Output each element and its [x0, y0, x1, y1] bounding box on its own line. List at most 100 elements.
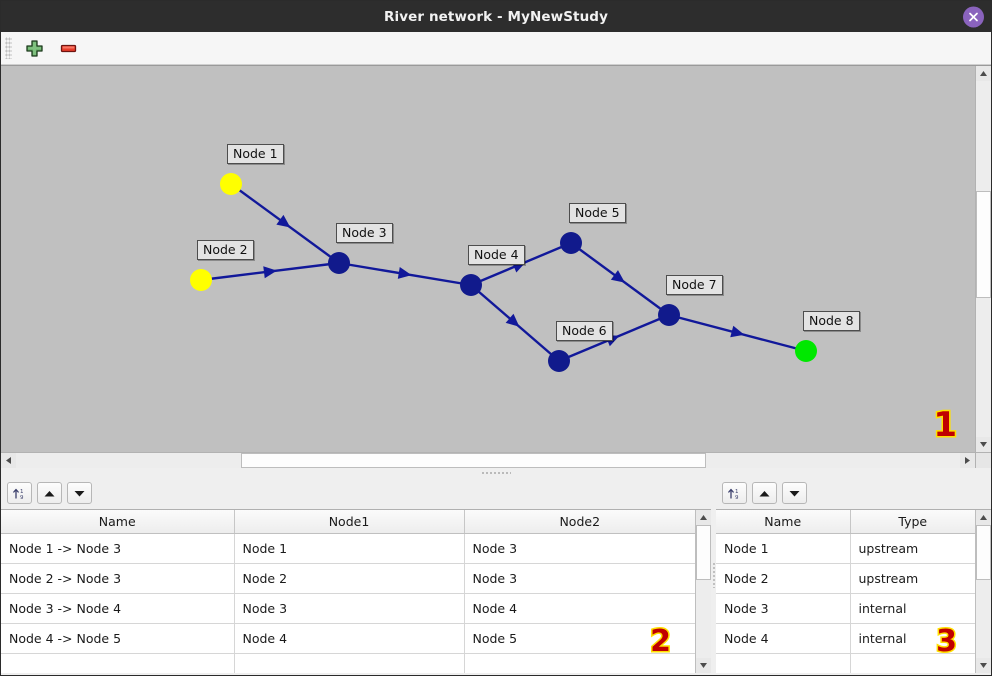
vertical-splitter[interactable]: [711, 477, 716, 673]
edge-arrow-icon: [263, 266, 277, 279]
reach-move-up-button[interactable]: [37, 482, 62, 504]
toolbar-grip[interactable]: [5, 37, 12, 59]
reach-move-down-button[interactable]: [67, 482, 92, 504]
network-node[interactable]: [548, 350, 570, 372]
remove-node-button[interactable]: [53, 35, 83, 62]
node-label[interactable]: Node 1: [227, 144, 284, 164]
graph-vscroll-thumb[interactable]: [976, 191, 991, 298]
cell-type[interactable]: internal: [850, 593, 975, 624]
column-header-name[interactable]: Name: [1, 510, 235, 534]
reach-table-scrollbar[interactable]: [695, 510, 711, 673]
move-up-icon: [44, 490, 55, 496]
node-table-panel: 1 9: [716, 477, 991, 673]
column-header-type[interactable]: Type: [850, 510, 975, 534]
close-window-button[interactable]: [963, 6, 984, 27]
node-label[interactable]: Node 4: [468, 245, 525, 265]
scroll-down-button[interactable]: [976, 437, 991, 452]
cell-name[interactable]: Node 3: [716, 593, 851, 624]
reach-scroll-down-button[interactable]: [696, 658, 711, 673]
cell-node1[interactable]: Node 2: [234, 563, 465, 594]
node-move-up-button[interactable]: [752, 482, 777, 504]
cell-empty[interactable]: [234, 653, 465, 673]
cell-type[interactable]: internal: [850, 623, 975, 654]
node-scroll-track[interactable]: [976, 525, 991, 658]
node-label[interactable]: Node 3: [336, 223, 393, 243]
cell-empty[interactable]: [716, 653, 851, 673]
node-label[interactable]: Node 5: [569, 203, 626, 223]
cell-name[interactable]: Node 4 -> Node 5: [1, 623, 235, 654]
add-node-button[interactable]: [19, 35, 49, 62]
node-table-scrollbar[interactable]: [975, 510, 991, 673]
network-canvas[interactable]: Node 1 Node 2 Node 3 Node 4 Node 5 Node 6 Node…: [1, 66, 975, 452]
network-node[interactable]: [795, 340, 817, 362]
network-node[interactable]: [328, 252, 350, 274]
reach-scroll-up-button[interactable]: [696, 510, 711, 525]
node-scroll-down-button[interactable]: [976, 658, 991, 673]
network-node[interactable]: [460, 274, 482, 296]
node-label[interactable]: Node 6: [556, 321, 613, 341]
scroll-up-button[interactable]: [976, 66, 991, 81]
graph-hscroll-track[interactable]: [16, 453, 960, 468]
cell-name[interactable]: Node 3 -> Node 4: [1, 593, 235, 624]
network-node[interactable]: [560, 232, 582, 254]
cell-type[interactable]: upstream: [850, 563, 975, 594]
graph-vertical-scrollbar[interactable]: [975, 66, 991, 452]
graph-vscroll-track[interactable]: [976, 81, 991, 437]
node-scroll-thumb[interactable]: [976, 525, 991, 580]
reach-scroll-thumb[interactable]: [696, 525, 711, 580]
node-move-down-button[interactable]: [782, 482, 807, 504]
node-table-row-empty[interactable]: [716, 653, 975, 673]
scroll-right-button[interactable]: [960, 453, 975, 468]
reach-sort-button[interactable]: 1 9: [7, 482, 32, 504]
caret-up-icon: [980, 71, 987, 76]
column-header-node2[interactable]: Node2: [464, 510, 695, 534]
cell-name[interactable]: Node 1: [716, 533, 851, 564]
network-node[interactable]: [658, 304, 680, 326]
cell-node1[interactable]: Node 4: [234, 623, 465, 654]
horizontal-splitter[interactable]: [1, 468, 991, 477]
node-label[interactable]: Node 2: [197, 240, 254, 260]
cell-node2[interactable]: Node 3: [464, 533, 695, 564]
cell-node1[interactable]: Node 1: [234, 533, 465, 564]
column-header-name[interactable]: Name: [716, 510, 851, 534]
node-sort-button[interactable]: 1 9: [722, 482, 747, 504]
network-node[interactable]: [190, 269, 212, 291]
node-label[interactable]: Node 7: [666, 275, 723, 295]
cell-empty[interactable]: [1, 653, 235, 673]
cell-name[interactable]: Node 4: [716, 623, 851, 654]
node-label[interactable]: Node 8: [803, 311, 860, 331]
cell-empty[interactable]: [850, 653, 975, 673]
svg-text:9: 9: [20, 495, 24, 501]
cell-node2[interactable]: Node 5: [464, 623, 695, 654]
column-header-node1[interactable]: Node1: [234, 510, 465, 534]
graph-hscroll-thumb[interactable]: [241, 453, 706, 468]
reach-scroll-track[interactable]: [696, 525, 711, 658]
annotation-marker-3: 3: [935, 624, 959, 659]
cell-node1[interactable]: Node 3: [234, 593, 465, 624]
cell-type[interactable]: upstream: [850, 533, 975, 564]
graph-horizontal-scrollbar[interactable]: [1, 452, 975, 468]
reach-table-row-empty[interactable]: [1, 653, 695, 673]
scroll-left-button[interactable]: [1, 453, 16, 468]
cell-name[interactable]: Node 1 -> Node 3: [1, 533, 235, 564]
cell-node2[interactable]: Node 4: [464, 593, 695, 624]
node-scroll-up-button[interactable]: [976, 510, 991, 525]
cell-name[interactable]: Node 2 -> Node 3: [1, 563, 235, 594]
network-node[interactable]: [220, 173, 242, 195]
cell-empty[interactable]: [464, 653, 695, 673]
cell-name[interactable]: Node 2: [716, 563, 851, 594]
cell-node2[interactable]: Node 3: [464, 563, 695, 594]
